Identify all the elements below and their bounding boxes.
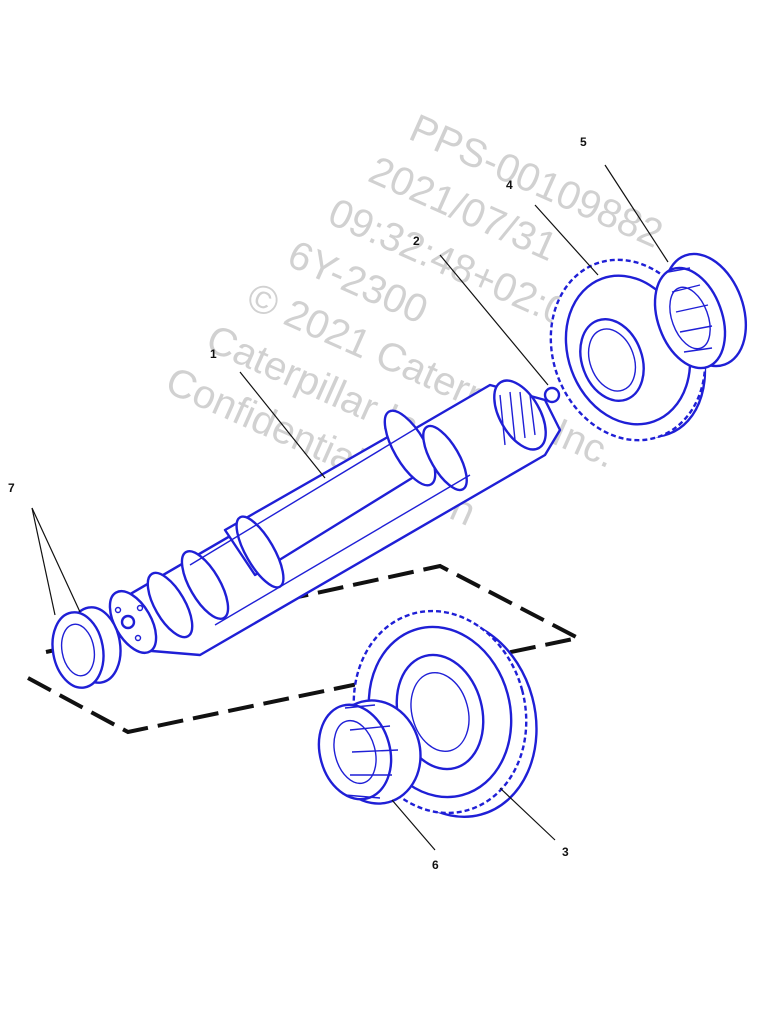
- leader-line-4: [534, 204, 599, 276]
- callout-6: 6: [432, 858, 439, 872]
- leader-line-3: [499, 787, 556, 841]
- leader-line-1: [239, 371, 326, 479]
- shaft-part-1: [108, 379, 562, 657]
- callout-3: 3: [562, 845, 569, 859]
- callout-7: 7: [8, 481, 15, 495]
- leader-line-7b: [31, 507, 81, 613]
- assembly-dashed-outline: [27, 563, 584, 735]
- seal-ring-part-7: [51, 606, 122, 689]
- bearing-part-5: [653, 252, 748, 370]
- callout-5: 5: [580, 135, 587, 149]
- ball-part-2: [543, 386, 561, 404]
- leader-line-6: [391, 799, 436, 851]
- leader-line-7a: [31, 507, 56, 616]
- callout-1: 1: [210, 347, 217, 361]
- callout-2: 2: [413, 234, 420, 248]
- bearing-part-6: [317, 699, 422, 805]
- callout-4: 4: [506, 178, 513, 192]
- leader-line-2: [439, 254, 549, 386]
- leader-line-5: [604, 164, 669, 263]
